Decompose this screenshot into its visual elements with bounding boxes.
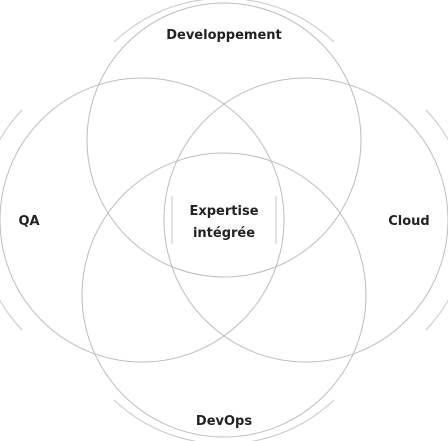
label-developpement: Developpement [166, 28, 282, 43]
circle-developpement [86, 2, 362, 278]
label-devops: DevOps [196, 414, 252, 429]
decor-arc-left [0, 109, 23, 331]
label-cloud: Cloud [388, 214, 430, 229]
decor-arc-right [425, 109, 448, 331]
label-center-line1: Expertise [189, 204, 258, 219]
label-center-line2: intégrée [193, 226, 255, 241]
decor-arc-top [113, 0, 335, 43]
circle-devops [81, 152, 367, 438]
circle-qa [0, 77, 285, 363]
label-qa: QA [18, 214, 39, 229]
circle-cloud [163, 77, 448, 363]
decor-arc-bottom [113, 399, 335, 441]
